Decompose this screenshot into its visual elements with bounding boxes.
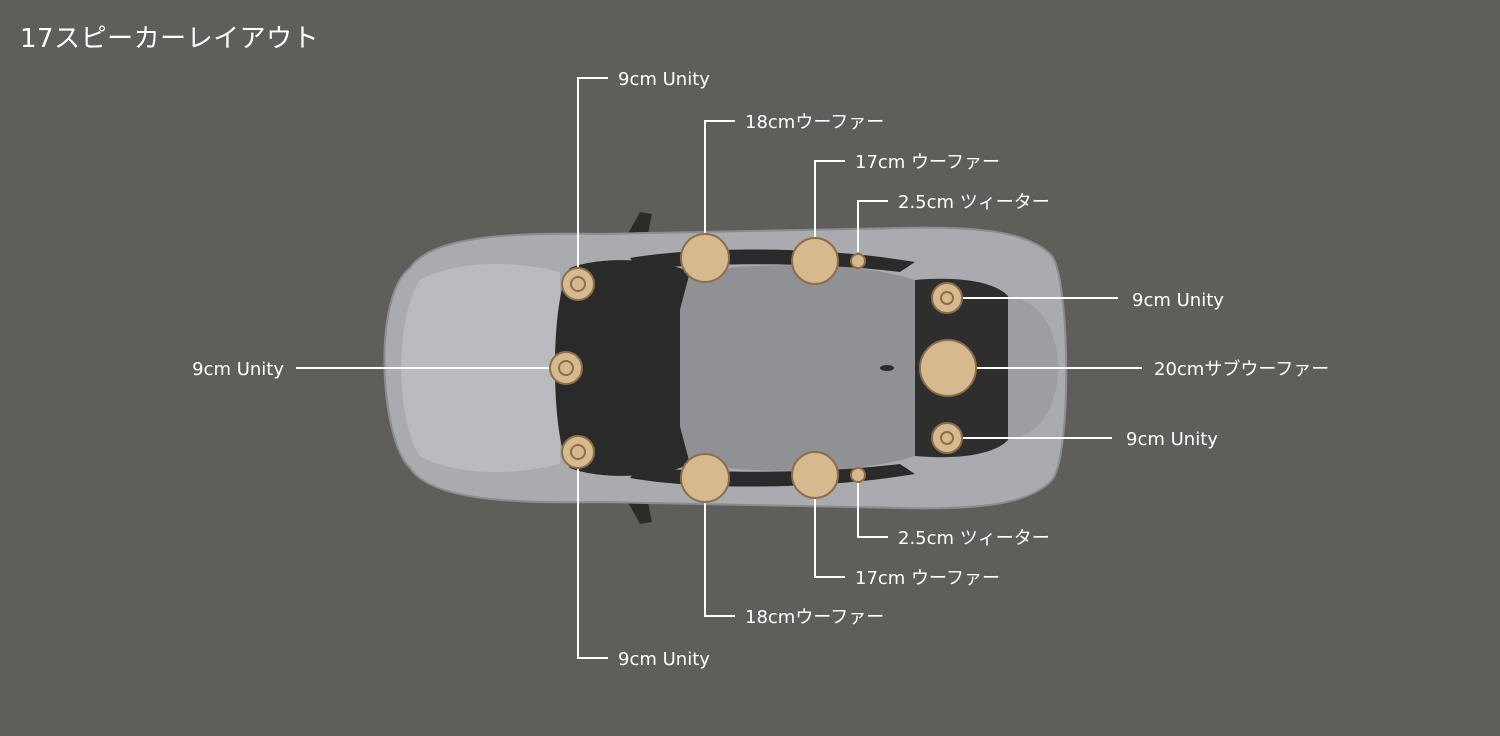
label-woofer17-top: 17cm ウーファー <box>855 152 1000 173</box>
label-tweeter-bottom: 2.5cm ツィーター <box>898 528 1050 549</box>
label-unity-rear-bottom: 9cm Unity <box>1126 429 1218 450</box>
label-woofer18-bottom: 18cmウーファー <box>745 607 884 628</box>
speaker-unity-rear-bottom <box>931 422 963 454</box>
speaker-woofer18-top <box>680 233 730 283</box>
speakers <box>549 233 977 503</box>
windshield <box>555 260 690 476</box>
speaker-woofer18-bottom <box>680 453 730 503</box>
label-subwoofer: 20cmサブウーファー <box>1154 358 1329 380</box>
antenna <box>880 365 894 371</box>
speaker-unity-rear-top <box>931 282 963 314</box>
speaker-woofer17-top <box>791 237 839 285</box>
speaker-unity-front-bottom <box>561 435 595 469</box>
speaker-subwoofer <box>919 339 977 397</box>
label-woofer18-top: 18cmウーファー <box>745 112 884 133</box>
speaker-unity-center <box>549 351 583 385</box>
page-title: 17スピーカーレイアウト <box>20 24 320 54</box>
speaker-tweeter-bottom <box>850 467 866 483</box>
speaker-tweeter-top <box>850 253 866 269</box>
label-woofer17-bottom: 17cm ウーファー <box>855 568 1000 589</box>
speaker-woofer17-bottom <box>791 451 839 499</box>
speaker-unity-front-top <box>561 267 595 301</box>
label-unity-front-top: 9cm Unity <box>618 69 710 90</box>
label-tweeter-top: 2.5cm ツィーター <box>898 192 1050 213</box>
label-unity-front-bottom: 9cm Unity <box>618 649 710 670</box>
label-unity-center: 9cm Unity <box>192 359 284 380</box>
roof <box>680 265 915 471</box>
label-unity-rear-top: 9cm Unity <box>1132 290 1224 311</box>
labels: 9cm Unity 18cmウーファー 17cm ウーファー 2.5cm ツィー… <box>192 69 1329 670</box>
leader-lines <box>296 77 1142 659</box>
